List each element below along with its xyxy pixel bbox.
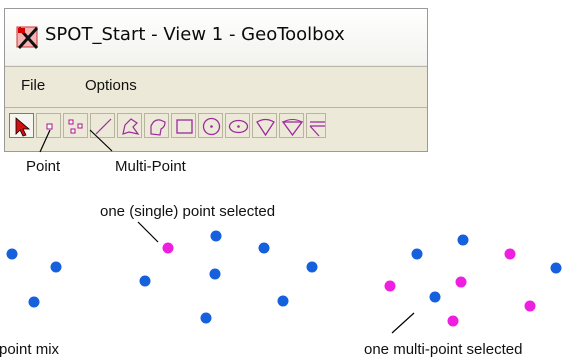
polyline-icon: [122, 118, 140, 135]
menu-file[interactable]: File: [21, 77, 46, 94]
multi-selected-callout-line: [391, 312, 415, 334]
point-marker: [50, 261, 62, 273]
sector-icon: [256, 118, 275, 137]
rectangle-tool-button[interactable]: [171, 113, 196, 138]
point-icon: [46, 123, 53, 130]
point-marker: [429, 291, 441, 303]
selected-point-marker: [504, 248, 516, 260]
selected-point-marker: [455, 276, 467, 288]
point-tool-label: Point: [26, 158, 61, 175]
sector-tool-button[interactable]: [252, 113, 277, 138]
menu-bar: File Options: [5, 66, 427, 108]
point-marker: [457, 234, 469, 246]
point-marker: [6, 248, 18, 260]
polygon-tool-button[interactable]: [144, 113, 169, 138]
menu-options[interactable]: Options: [85, 77, 137, 94]
title-bar[interactable]: SPOT_Start - View 1 - GeoToolbox: [5, 9, 427, 65]
multi-point-callout-line: [89, 129, 113, 152]
circle-icon: [202, 117, 221, 136]
toolbar: [5, 109, 427, 141]
multi-point-tool-button[interactable]: [63, 113, 88, 138]
point-marker: [139, 275, 151, 287]
line-icon: [95, 118, 112, 135]
selected-point-marker: [447, 315, 459, 327]
select-arrow-tool-button[interactable]: [9, 113, 34, 138]
point-marker: [209, 268, 221, 280]
circle-tool-button[interactable]: [198, 113, 223, 138]
ellipse-icon: [228, 119, 249, 134]
single-point-selected-label: one (single) point selected: [100, 203, 276, 220]
selected-point-marker: [524, 300, 536, 312]
rectangle-icon: [176, 119, 193, 134]
point-marker: [210, 230, 222, 242]
point-marker: [258, 242, 270, 254]
partial-shape-icon: [309, 121, 325, 137]
selected-point-marker: [384, 280, 396, 292]
triangle-tool-button[interactable]: [279, 113, 304, 138]
point-marker: [200, 312, 212, 324]
triangle-icon: [281, 118, 304, 137]
single-selected-callout-line: [137, 221, 159, 243]
window-title: SPOT_Start - View 1 - GeoToolbox: [45, 24, 345, 45]
selected-point-marker: [162, 242, 174, 254]
point-marker: [411, 248, 423, 260]
point-callout-line: [39, 129, 51, 153]
polygon-icon: [150, 119, 166, 136]
multi-point-tool-label: Multi-Point: [115, 158, 186, 175]
multi-point-selected-label: one multi-point selected: [364, 341, 523, 358]
multi-point-icon: [68, 119, 83, 134]
polyline-tool-button[interactable]: [117, 113, 142, 138]
globe-toolbox-icon: [16, 26, 39, 50]
partial-tool-button[interactable]: [306, 113, 326, 138]
point-marker: [28, 296, 40, 308]
ellipse-tool-button[interactable]: [225, 113, 250, 138]
point-marker: [306, 261, 318, 273]
geotoolbox-window: SPOT_Start - View 1 - GeoToolbox File Op…: [4, 8, 428, 152]
point-mix-label: point mix: [0, 341, 60, 358]
arrow-icon: [15, 117, 31, 137]
point-marker: [550, 262, 562, 274]
point-marker: [277, 295, 289, 307]
